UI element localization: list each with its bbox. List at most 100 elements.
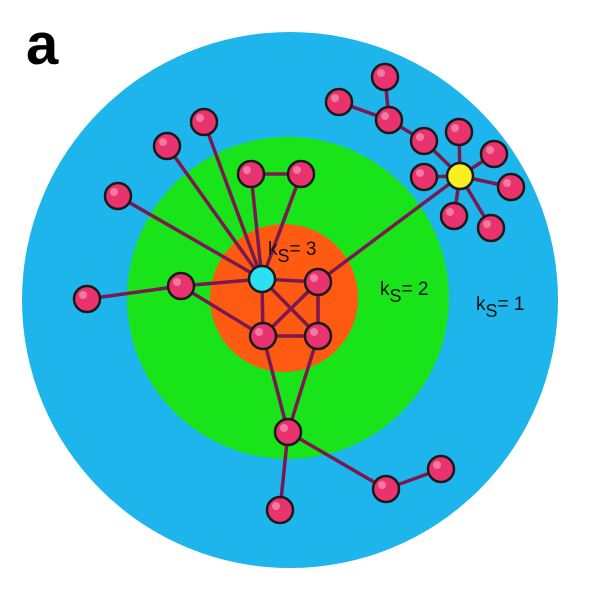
node-highlight-y1 [416,169,424,177]
shell-1-label-equals: = [498,294,514,315]
node-b7 [426,454,456,484]
node-highlight-b5 [272,502,280,510]
edge-g4-b6 [286,430,388,491]
node-highlight-b1 [79,291,87,299]
node-highlight-c3 [310,328,318,336]
shell-2-label-equals: = [402,279,418,300]
node-circle-y4 [479,139,509,169]
shell-1-label-subscript: S [486,301,498,321]
node-highlight-y10 [331,94,339,102]
node-circle-y2 [409,126,439,156]
node-circle-y3 [444,117,474,147]
edge-cyan-b4 [202,120,264,281]
node-y7 [439,201,469,231]
edge-c3-g4 [286,334,320,434]
shell-3-label: kS= 3 [268,239,316,266]
node-b1 [72,284,102,314]
edge-cyan-b3 [165,144,264,281]
node-y5 [496,172,526,202]
edge-c2-g4 [261,334,290,434]
node-y4 [479,139,509,169]
edge-cyan-g2 [249,172,264,281]
node-b4 [189,107,219,137]
node-circle-b5 [265,495,295,525]
node-circle-g1 [166,271,196,301]
node-b2 [103,181,133,211]
node-highlight-y7 [446,208,454,216]
node-circle-b2 [103,181,133,211]
node-circle-cyan [247,264,277,294]
node-highlight-c2 [255,328,263,336]
node-highlight-b3 [159,138,167,146]
node-cyan [247,264,277,294]
node-circle-y6 [476,213,506,243]
node-circle-y1 [409,162,439,192]
node-highlight-g3 [293,166,301,174]
node-highlight-b7 [433,461,441,469]
node-g4 [273,417,303,447]
node-y9 [370,62,400,92]
node-circle-c3 [303,321,333,351]
node-circle-b6 [371,474,401,504]
node-highlight-b4 [196,114,204,122]
node-circle-y10 [324,87,354,117]
node-highlight-c1 [310,274,318,282]
node-circle-g4 [273,417,303,447]
node-yellow [445,161,475,191]
node-g3 [286,159,316,189]
node-highlight-y6 [483,220,491,228]
node-highlight-y3 [451,124,459,132]
node-y1 [409,162,439,192]
node-g1 [166,271,196,301]
node-y6 [476,213,506,243]
shell-2-label-value: 2 [418,279,429,300]
edge-cyan-b2 [116,194,264,281]
shell-2-label-k: k [380,279,390,300]
node-circle-y9 [370,62,400,92]
shell-3-label-k: k [268,239,278,260]
node-circle-g2 [236,159,266,189]
node-circle-c2 [248,321,278,351]
node-highlight-y4 [486,146,494,154]
node-circle-b4 [189,107,219,137]
node-b6 [371,474,401,504]
node-circle-yellow [445,161,475,191]
shell-1-label-value: 1 [514,294,525,315]
edge-g1-b1 [85,284,183,301]
node-circle-b7 [426,454,456,484]
node-y8 [374,105,404,135]
node-highlight-g4 [280,424,288,432]
node-circle-y7 [439,201,469,231]
node-highlight-b2 [110,188,118,196]
node-highlight-y2 [416,133,424,141]
node-c3 [303,321,333,351]
node-y2 [409,126,439,156]
node-y10 [324,87,354,117]
edge-g1-c2 [179,284,265,338]
node-b3 [152,131,182,161]
shell-1-label: kS= 1 [476,294,524,321]
node-c2 [248,321,278,351]
node-circle-b1 [72,284,102,314]
node-b5 [265,495,295,525]
node-circle-g3 [286,159,316,189]
shell-2-label: kS= 2 [380,279,428,306]
node-highlight-g2 [243,166,251,174]
panel-letter: a [26,12,59,77]
shell-2-label-subscript: S [390,286,402,306]
shell-3-label-value: 3 [306,239,317,260]
edge-g3-cyan [260,172,303,281]
shell-3-label-equals: = [290,239,306,260]
node-highlight-b6 [378,481,386,489]
node-c1 [303,267,333,297]
node-y3 [444,117,474,147]
node-circle-y5 [496,172,526,202]
node-highlight-y9 [377,69,385,77]
edge-c1-yellow [316,174,462,284]
node-circle-y8 [374,105,404,135]
node-highlight-y8 [381,112,389,120]
node-g2 [236,159,266,189]
shell-3-label-subscript: S [278,246,290,266]
